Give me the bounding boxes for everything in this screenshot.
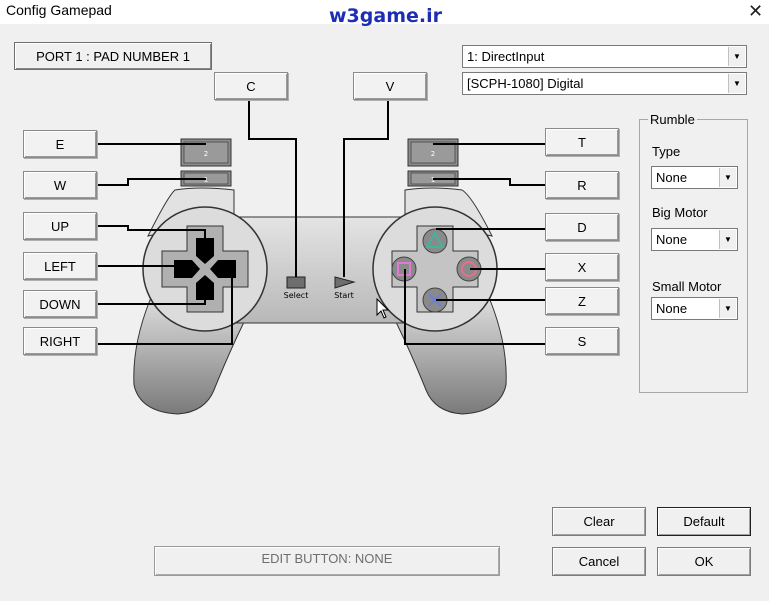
cancel-button[interactable]: Cancel [552, 547, 646, 576]
binding-r2[interactable]: T [545, 128, 619, 156]
device-select[interactable]: 1: DirectInput ▼ [462, 45, 747, 68]
mouse-cursor-icon [376, 298, 390, 319]
rumble-type-label: Type [652, 144, 681, 159]
pad-type-select-value: [SCPH-1080] Digital [467, 76, 584, 91]
title-bar [0, 0, 769, 24]
rumble-type-value: None [656, 170, 688, 185]
dpad [161, 225, 249, 313]
pad-type-select[interactable]: [SCPH-1080] Digital ▼ [462, 72, 747, 95]
small-motor-label: Small Motor [652, 279, 722, 294]
edit-status-field: EDIT BUTTON: NONE [154, 546, 500, 576]
binding-left[interactable]: LEFT [23, 252, 97, 280]
rumble-group [639, 119, 748, 393]
big-motor-select[interactable]: None ▼ [651, 228, 738, 251]
chevron-down-icon: ▼ [728, 47, 745, 66]
rumble-title: Rumble [648, 112, 697, 127]
window-title: Config Gamepad [6, 2, 112, 18]
binding-triangle[interactable]: D [545, 213, 619, 241]
start-button: Start [334, 276, 356, 300]
connector-lines [98, 98, 545, 345]
binding-l2[interactable]: E [23, 130, 97, 158]
l2-label: 2 [204, 150, 208, 158]
port-label: PORT 1 : PAD NUMBER 1 [14, 42, 212, 70]
device-select-value: 1: DirectInput [467, 49, 545, 64]
dpad-right-icon [210, 260, 236, 278]
chevron-down-icon: ▼ [719, 168, 736, 187]
binding-right[interactable]: RIGHT [23, 327, 97, 355]
close-icon: ✕ [747, 1, 764, 21]
dpad-down-icon [196, 275, 214, 300]
binding-up[interactable]: UP [23, 212, 97, 240]
binding-start[interactable]: V [353, 72, 427, 100]
binding-cross[interactable]: Z [545, 287, 619, 315]
select-button: Select [284, 276, 309, 300]
binding-circle[interactable]: X [545, 253, 619, 281]
watermark: w3game.ir [329, 5, 442, 27]
select-label: Select [284, 291, 309, 300]
rumble-type-select[interactable]: None ▼ [651, 166, 738, 189]
chevron-down-icon: ▼ [719, 230, 736, 249]
ok-button[interactable]: OK [657, 547, 751, 576]
binding-select[interactable]: C [214, 72, 288, 100]
binding-r1[interactable]: R [545, 171, 619, 199]
clear-button[interactable]: Clear [552, 507, 646, 536]
chevron-down-icon: ▼ [719, 299, 736, 318]
big-motor-value: None [656, 232, 688, 247]
dpad-left-icon [174, 260, 200, 278]
binding-l1[interactable]: W [23, 171, 97, 199]
binding-down[interactable]: DOWN [23, 290, 97, 318]
small-motor-select[interactable]: None ▼ [651, 297, 738, 320]
chevron-down-icon: ▼ [728, 74, 745, 93]
start-label: Start [334, 291, 354, 300]
binding-square[interactable]: S [545, 327, 619, 355]
dpad-up-icon [196, 238, 214, 264]
big-motor-label: Big Motor [652, 205, 708, 220]
r2-label: 2 [431, 150, 435, 158]
close-button[interactable]: ✕ [742, 0, 769, 23]
default-button[interactable]: Default [657, 507, 751, 536]
face-buttons [391, 225, 482, 313]
small-motor-value: None [656, 301, 688, 316]
